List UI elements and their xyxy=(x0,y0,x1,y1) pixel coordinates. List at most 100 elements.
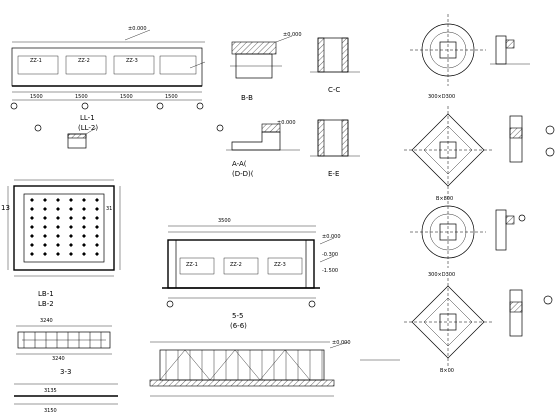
bay-label: ZZ-3 xyxy=(126,58,138,64)
grid-marker xyxy=(43,252,47,256)
grid-marker xyxy=(82,252,86,256)
grid-marker xyxy=(43,216,47,220)
grid-marker xyxy=(56,207,60,211)
dimension-label: 1500 xyxy=(120,94,133,100)
lb-plan: 13 31 LB-1 LB-2 xyxy=(1,179,121,308)
plan-d: B×00 xyxy=(404,278,492,374)
grid-marker xyxy=(30,207,34,211)
elevation-label: ±0.000 xyxy=(128,26,147,32)
bay-label: ZZ-2 xyxy=(78,58,90,64)
bottom-left-dims: 3135 3150 xyxy=(14,383,118,414)
grid-marker xyxy=(69,252,73,256)
elevation-label: ±0.000 xyxy=(332,340,351,346)
plan-c: 300×D300 xyxy=(410,196,486,278)
grid-side-label: 31 xyxy=(106,206,112,212)
plan-b-detail xyxy=(509,115,555,163)
dimension-label: 3240 xyxy=(52,356,65,362)
grid-marker xyxy=(43,207,47,211)
grid-marker xyxy=(30,243,34,247)
grid-marker xyxy=(30,216,34,220)
elevation-label: ±0.000 xyxy=(277,120,296,126)
grid-marker xyxy=(56,198,60,202)
grid-marker xyxy=(95,225,99,229)
dimension-label: 3150 xyxy=(44,408,57,414)
elevation-label: -1.500 xyxy=(322,268,338,274)
grid-marker xyxy=(69,198,73,202)
elevation-label: ±0.000 xyxy=(283,32,302,38)
grid-marker xyxy=(95,252,99,256)
bay-label: ZZ-1 xyxy=(186,262,198,268)
plan-b-size: B×800 xyxy=(436,196,453,202)
grid-marker xyxy=(30,234,34,238)
ll-section-view: ZZ-1 ZZ-2 ZZ-3 1500 1500 1500 1500 ±0.00… xyxy=(10,26,206,132)
elevation-label: -0.300 xyxy=(322,252,338,258)
plan-a-detail xyxy=(490,35,530,65)
b-b-title: B-B xyxy=(241,94,253,102)
grid-marker xyxy=(95,234,99,238)
grid-marker xyxy=(69,234,73,238)
plan-a-size: 300×D300 xyxy=(428,94,455,100)
dimension-total: 3500 xyxy=(218,218,231,224)
ll-title: LL-1 xyxy=(80,114,95,122)
s5-title: 5-5 xyxy=(232,312,243,320)
section-5-5: 3500 ZZ-1 ZZ-2 ZZ-3 ±0.000 -0.300 -1.500… xyxy=(162,218,341,330)
plan-c-detail xyxy=(495,209,526,251)
grid-marker xyxy=(82,234,86,238)
grid-marker xyxy=(43,198,47,202)
plan-c-size: 300×D300 xyxy=(428,272,455,278)
grid-marker xyxy=(43,243,47,247)
grid-marker xyxy=(43,225,47,229)
dimension-label: 3135 xyxy=(44,388,57,394)
truss-posts xyxy=(165,350,323,380)
grid-marker xyxy=(56,252,60,256)
d-d-title: (D-D)( xyxy=(232,170,254,178)
grid-marker xyxy=(69,225,73,229)
section-3-3: 3240 3240 3-3 xyxy=(16,318,112,376)
grid-marker xyxy=(30,252,34,256)
lb-title: LB-1 xyxy=(38,290,54,298)
bay-label: ZZ-3 xyxy=(274,262,286,268)
plan-b: B×800 xyxy=(404,106,492,202)
dimension-label: 1500 xyxy=(30,94,43,100)
grid-marker xyxy=(69,207,73,211)
ll-subtitle: (LL-2) xyxy=(78,124,98,132)
grid-marker xyxy=(82,198,86,202)
elevation-label: ±0.000 xyxy=(322,234,341,240)
section-a-a: ±0.000 A-A( (D-D)( xyxy=(216,120,300,178)
grid-marker xyxy=(69,216,73,220)
grid-side-label: 13 xyxy=(1,204,10,212)
grid-marker xyxy=(95,198,99,202)
grid-marker xyxy=(43,234,47,238)
lb-subtitle: LB-2 xyxy=(38,300,54,308)
bay-label: ZZ-1 xyxy=(30,58,42,64)
section-c-c: C-C xyxy=(310,37,360,94)
dimension-label: 3240 xyxy=(40,318,53,324)
bay-label: ZZ-2 xyxy=(230,262,242,268)
grid-marker xyxy=(95,207,99,211)
plan-a: 300×D300 xyxy=(410,14,486,100)
s6-title: (6-6) xyxy=(230,322,247,330)
dimension-label: 1500 xyxy=(75,94,88,100)
grid-marker xyxy=(82,216,86,220)
grid-marker xyxy=(69,243,73,247)
lb-dot-grid xyxy=(30,198,99,256)
a-a-title: A-A( xyxy=(232,160,247,168)
plan-d-size: B×00 xyxy=(440,368,454,374)
grid-marker xyxy=(95,216,99,220)
grid-marker xyxy=(56,225,60,229)
grid-marker xyxy=(30,198,34,202)
grid-marker xyxy=(30,225,34,229)
detail-small xyxy=(34,124,97,149)
c-c-title: C-C xyxy=(328,86,340,94)
s33-posts xyxy=(23,332,102,348)
section-b-b: ±0.000 B-B xyxy=(230,32,302,102)
grid-marker xyxy=(82,243,86,247)
plan-d-detail xyxy=(509,289,553,337)
grid-marker xyxy=(56,234,60,238)
grid-marker xyxy=(95,243,99,247)
bottom-elevation: ±0.000 xyxy=(149,340,400,397)
s33-title: 3-3 xyxy=(60,368,71,376)
grid-marker xyxy=(56,216,60,220)
grid-marker xyxy=(82,207,86,211)
